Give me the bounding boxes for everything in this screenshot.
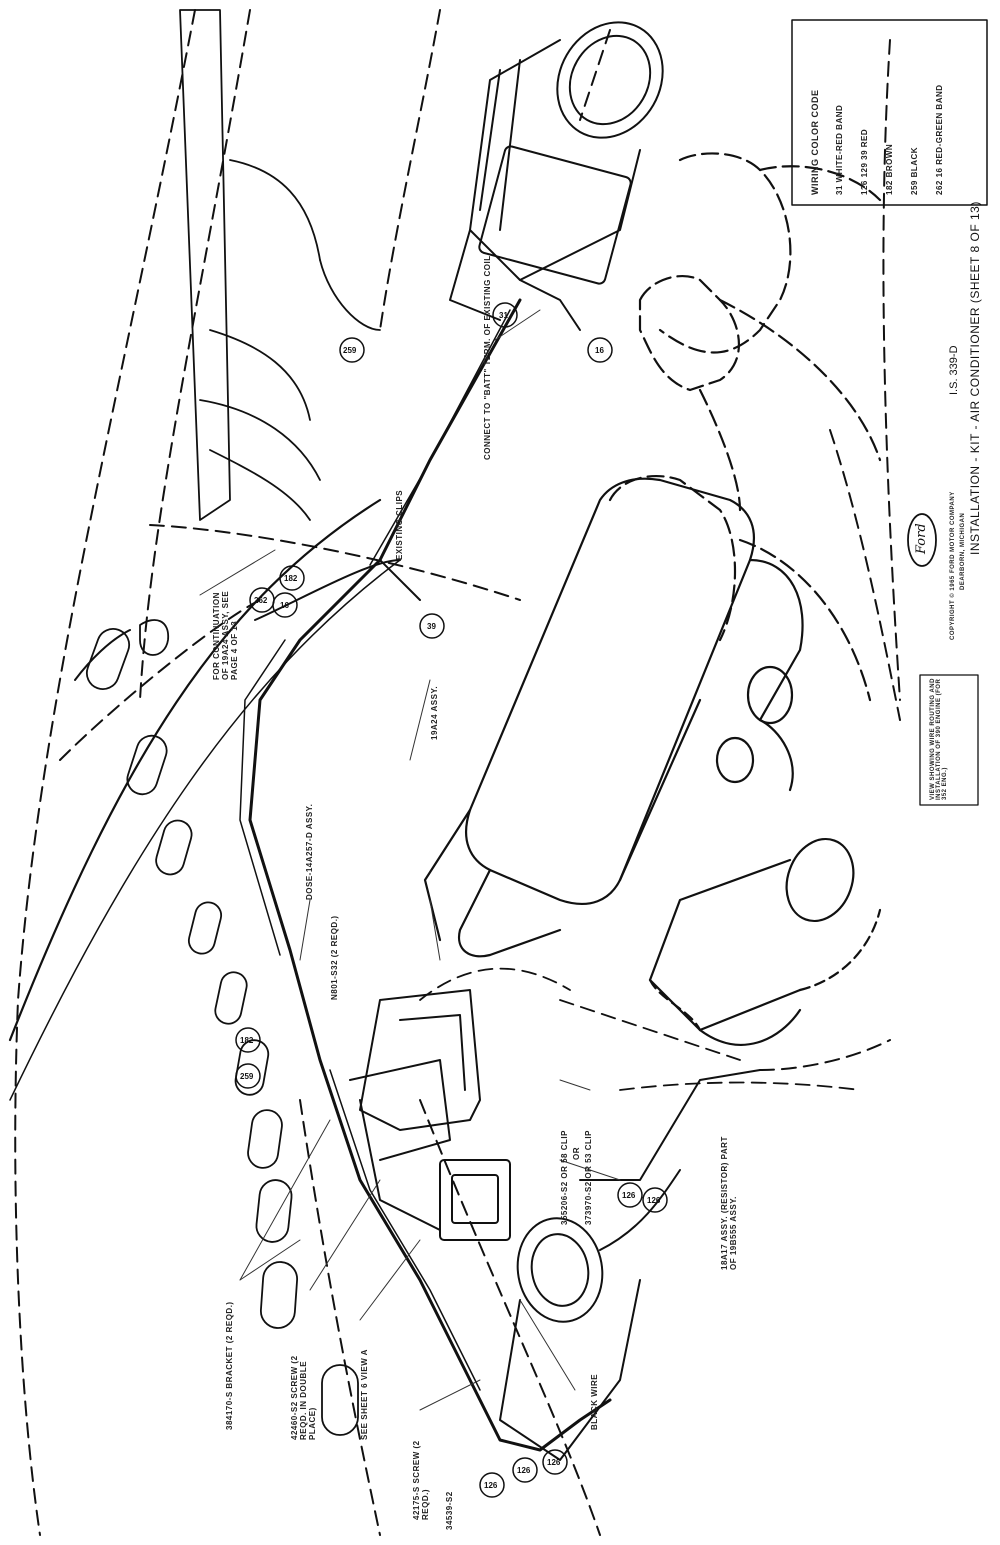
color-code-entry: 262 16 RED-GREEN BAND — [935, 84, 944, 195]
inner-fender-slots — [85, 628, 359, 1436]
existing-clips-label: EXISTING CLIPS — [395, 489, 404, 560]
resistor-assembly — [499, 1069, 761, 1461]
svg-text:182: 182 — [284, 574, 298, 583]
clip-or-label: OR — [572, 1147, 581, 1160]
fender-outline — [14, 9, 901, 1536]
resistor-label: 18A17 ASSY. (RESISTOR) PART OF 19B555 AS… — [720, 1136, 738, 1270]
color-code-entry: 259 BLACK — [910, 146, 919, 195]
callout-numbers: 31 259 16 182 262 16 39 182 259 126 126 … — [240, 311, 661, 1490]
location: DEARBORN, MICHIGAN — [960, 512, 966, 590]
air-cleaner — [449, 21, 664, 331]
clip-a-label: 355206-S2 OR 58 CLIP — [560, 1130, 569, 1225]
svg-text:16: 16 — [595, 346, 604, 355]
see-sheet-label: SEE SHEET 6 VIEW A — [360, 1349, 369, 1440]
leader-lines — [199, 309, 621, 1411]
svg-text:259: 259 — [343, 346, 357, 355]
svg-text:39: 39 — [427, 622, 436, 631]
valve-cover — [423, 477, 804, 958]
ford-logo-text: Ford — [914, 523, 929, 554]
assy-19a24-label: 19A24 ASSY. — [430, 685, 439, 740]
svg-text:259: 259 — [240, 1072, 254, 1081]
clip-c-label: 373970-S2 OR 53 CLIP — [584, 1130, 593, 1225]
svg-text:126: 126 — [484, 1481, 498, 1490]
radiator-support — [179, 9, 381, 521]
color-code-entry: 182 BROWN — [885, 143, 894, 195]
cowl-outline — [419, 967, 861, 1091]
color-code-entry: 126 129 39 RED — [860, 128, 869, 195]
manifold — [648, 837, 882, 1046]
bracket-label: N801-S32 (2 REQD.) — [330, 915, 339, 1000]
svg-text:126: 126 — [622, 1191, 636, 1200]
assy-14a257-label: DOSE-14A257-D ASSY. — [305, 803, 314, 900]
svg-text:16: 16 — [280, 601, 289, 610]
callout-circles — [235, 302, 668, 1498]
screw-c-label: 34539-S2 — [445, 1491, 454, 1530]
wire-harness — [239, 298, 612, 1452]
color-code-entry: 31 WHITE-RED BAND — [835, 104, 844, 195]
screw-bracket-label: 384170-S BRACKET (2 REQD.) — [225, 1301, 234, 1430]
view-note: VIEW SHOWING WIRE ROUTING AND INSTALLATI… — [930, 678, 948, 800]
black-wire-label: BLACK WIRE — [590, 1373, 599, 1430]
screw-b-label: 42175-S SCREW (2 REQD.) — [412, 1440, 430, 1520]
engine-block — [608, 152, 882, 702]
connect-batt-label: CONNECT TO "BATT" TERM. OF EXISTING COIL — [483, 255, 492, 460]
screw-label: 42460-S2 SCREW (2 REQD. IN DOUBLE PLACE) — [290, 1355, 317, 1440]
svg-text:182: 182 — [240, 1036, 254, 1045]
color-code-title: WIRING COLOR CODE — [810, 89, 820, 196]
copyright: COPYRIGHT © 1965 FORD MOTOR COMPANY — [950, 491, 956, 640]
ford-logo — [907, 513, 937, 567]
svg-text:31: 31 — [499, 311, 508, 320]
doc-number: I.S. 339-D — [948, 345, 960, 395]
svg-text:126: 126 — [647, 1196, 661, 1205]
sheet-title: INSTALLATION - KIT - AIR CONDITIONER (SH… — [968, 201, 982, 555]
svg-text:126: 126 — [517, 1466, 531, 1475]
svg-text:126: 126 — [547, 1458, 561, 1467]
continuation-label: FOR CONTINUATION OF 19A24 ASSY, SEE PAGE… — [212, 590, 239, 680]
blower-box — [349, 989, 511, 1241]
svg-text:262: 262 — [254, 596, 268, 605]
view-note-box — [919, 674, 979, 806]
color-code-box — [791, 19, 988, 206]
